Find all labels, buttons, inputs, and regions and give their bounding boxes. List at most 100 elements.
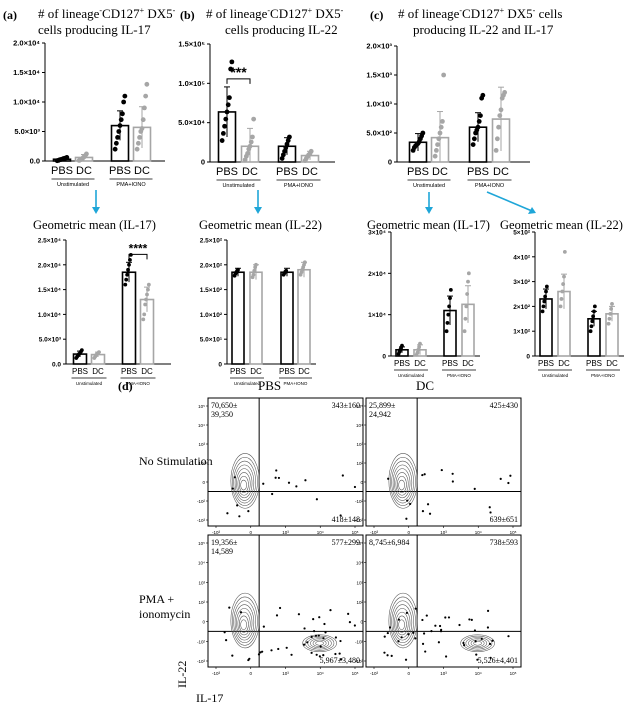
data-point xyxy=(251,116,257,122)
event-dot xyxy=(270,649,273,652)
data-point xyxy=(250,134,255,140)
data-point xyxy=(540,309,545,314)
event-dot xyxy=(474,640,477,643)
data-point xyxy=(543,294,548,299)
data-point xyxy=(544,289,548,294)
data-point xyxy=(592,309,596,314)
data-point xyxy=(220,130,226,136)
flow-y-tick-label: 0 xyxy=(360,480,363,485)
flow-x-tick-label: 10⁴ xyxy=(475,530,482,535)
group-label: PMA+IONO xyxy=(284,183,314,189)
contour-line xyxy=(231,596,258,646)
geo-title-a: Geometric mean (IL-17) xyxy=(33,218,156,232)
event-dot xyxy=(390,654,393,657)
event-dot xyxy=(414,637,417,640)
data-point xyxy=(139,126,145,131)
event-dot xyxy=(231,654,234,657)
panel-a-title-line2: cells producing IL-17 xyxy=(38,22,151,37)
data-point xyxy=(559,297,564,301)
y-tick-label: 1.0×10⁵ xyxy=(178,79,205,88)
data-point xyxy=(590,319,595,324)
arrow-b-head xyxy=(254,207,262,214)
flow-y-tick-label: 10³ xyxy=(356,442,363,447)
event-dot xyxy=(278,606,282,610)
flow-y-tick-label: -10³ xyxy=(197,518,206,523)
arrow-c2 xyxy=(486,191,533,212)
data-point xyxy=(437,130,443,136)
flow-x-tick-label: 10³ xyxy=(282,671,289,676)
y-tick-label: 2.5×10⁴ xyxy=(38,238,61,245)
contour-line xyxy=(392,604,413,641)
panel-letter-b: (b) xyxy=(180,8,195,22)
y-tick-label: 1.0×10⁴ xyxy=(13,98,40,107)
contour-line xyxy=(470,639,485,647)
quadrant-ur-stat: 577±299 xyxy=(332,538,360,547)
significance-stars: **** xyxy=(129,241,148,255)
event-dot xyxy=(231,487,234,490)
group-label: PMA+IONO xyxy=(475,183,505,189)
category-label: DC xyxy=(242,166,258,178)
event-dot xyxy=(451,472,454,475)
data-point xyxy=(135,140,141,146)
contour-line xyxy=(237,472,251,496)
contour-line xyxy=(231,456,258,506)
group-label: Unstimulated xyxy=(222,183,254,189)
event-dot xyxy=(341,474,344,477)
contour-line xyxy=(234,464,255,501)
data-point xyxy=(420,130,426,136)
contour-line xyxy=(230,592,260,649)
data-point xyxy=(142,105,147,111)
event-dot xyxy=(322,654,325,657)
flow-y-tick-label: 10³ xyxy=(198,442,205,447)
panel-letter-c: (c) xyxy=(370,8,383,22)
data-point xyxy=(145,292,149,297)
flow-x-tick-label: 10⁴ xyxy=(317,530,324,535)
flow-x-tick-label: 0 xyxy=(407,530,410,535)
category-label: DC xyxy=(432,166,448,178)
y-tick-label: 4×10² xyxy=(513,254,531,261)
data-point xyxy=(219,138,225,143)
arrow-a-head xyxy=(92,207,100,214)
event-dot xyxy=(480,637,483,640)
category-label: DC xyxy=(141,367,153,376)
flow-col-title-dc: DC xyxy=(416,378,434,393)
flow-y-tick-label: 10⁴ xyxy=(198,561,205,566)
flow-x-tick-label: 10⁵ xyxy=(352,671,359,676)
y-tick-label: 0 xyxy=(388,158,392,167)
arrows xyxy=(92,190,536,214)
event-dot xyxy=(315,653,318,656)
event-dot xyxy=(339,514,342,517)
data-point xyxy=(143,93,149,99)
arrow-c2-head xyxy=(528,207,536,214)
event-dot xyxy=(314,634,318,637)
data-point xyxy=(448,287,453,292)
category-label: DC xyxy=(414,359,426,368)
y-tick-label: 1.5×10² xyxy=(200,287,223,294)
event-dot xyxy=(434,624,437,627)
event-dot xyxy=(324,631,327,634)
flow-x-tick-label: 10⁵ xyxy=(352,530,359,535)
event-dot xyxy=(312,618,315,621)
y-tick-label: 5×10² xyxy=(513,230,531,237)
category-label: DC xyxy=(250,367,262,376)
flow-y-tick-label: 10⁴ xyxy=(356,423,363,428)
category-label: DC xyxy=(134,165,150,177)
event-dot xyxy=(476,658,479,661)
event-dot xyxy=(383,651,386,654)
event-dot xyxy=(277,647,280,651)
data-point xyxy=(123,282,128,287)
data-point xyxy=(144,297,148,302)
category-label: PBS xyxy=(121,367,137,376)
flow-y-tick-label: 10² xyxy=(356,461,363,466)
data-point xyxy=(140,117,146,123)
data-point xyxy=(416,347,421,352)
data-point xyxy=(493,148,499,153)
category-label: PBS xyxy=(442,359,458,368)
flow-y-tick-label: -10³ xyxy=(355,659,364,664)
event-dot xyxy=(275,614,279,617)
event-dot xyxy=(473,629,477,632)
event-dot xyxy=(259,651,262,654)
data-point xyxy=(609,306,614,311)
